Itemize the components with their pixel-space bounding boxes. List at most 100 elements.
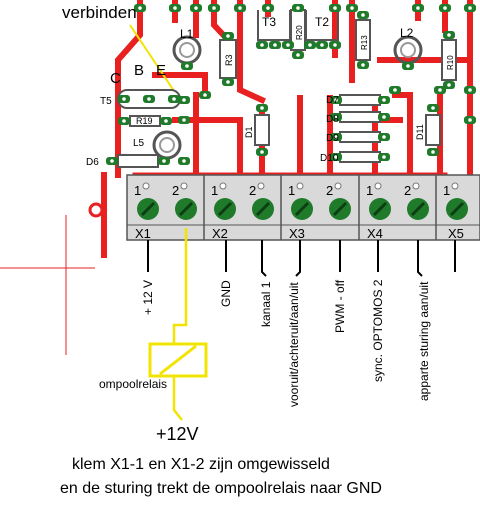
terminal-wire-entry	[412, 182, 420, 190]
terminal-name: X3	[289, 226, 305, 241]
pad-hole	[382, 135, 386, 139]
top-note-verbinden: verbinden	[62, 3, 137, 22]
pad-hole	[438, 88, 442, 92]
wire-label: + 12 V	[141, 279, 155, 315]
terminal-wire-entry	[219, 182, 227, 190]
terminal-pin-number: 2	[249, 183, 256, 198]
label-r20: R20	[295, 25, 304, 40]
pad-hole	[406, 64, 410, 68]
terminal-wire-entry	[180, 182, 188, 190]
pad-hole	[468, 88, 472, 92]
pad-hole	[212, 6, 216, 10]
label-b: B	[134, 62, 144, 79]
pad-hole	[122, 97, 126, 101]
terminal-wire-entry	[142, 182, 150, 190]
t3-transistor-body	[257, 10, 291, 41]
pad-hole	[431, 150, 435, 154]
label-d10: D10	[320, 153, 339, 164]
terminal-screw-slot	[332, 201, 348, 217]
note-leader-line	[129, 24, 181, 101]
pad-hole	[194, 6, 198, 10]
terminal-pin-number: 2	[326, 183, 333, 198]
relay-wiring	[148, 228, 208, 421]
wire-label: GND	[219, 280, 233, 307]
terminal-screw-slot	[294, 201, 310, 217]
terminal-name: X5	[448, 226, 464, 241]
terminal-screw-slot	[217, 201, 233, 217]
relay-coil	[148, 342, 208, 378]
label-d9: D9	[326, 133, 339, 144]
t2-transistor-body	[305, 10, 339, 41]
pad-hole	[334, 155, 338, 159]
d11-diode-body	[425, 114, 441, 146]
pad-hole	[361, 13, 365, 17]
terminal-pin-number: 2	[172, 183, 179, 198]
pad-hole	[350, 6, 354, 10]
label-l1: L1	[180, 27, 194, 41]
pad-hole	[393, 88, 397, 92]
pad-hole	[296, 53, 300, 57]
terminal-name: X4	[367, 226, 383, 241]
label-l5: L5	[133, 138, 145, 149]
pad-hole	[333, 6, 337, 10]
label-c: C	[110, 70, 121, 87]
terminal-pin-number: 2	[404, 183, 411, 198]
component-labels: L1 L2 T3 T2 T5 R19 R3 R20 R13 R10 L5 D1 …	[86, 15, 455, 168]
label-r3: R3	[224, 54, 234, 66]
r10-resistor-body	[441, 39, 457, 81]
d9-diode-body	[339, 131, 381, 143]
terminal-screw-slot	[372, 201, 388, 217]
pad-hole	[273, 43, 277, 47]
crosshair	[0, 202, 104, 355]
pad-hole	[416, 6, 420, 10]
label-d11: D11	[415, 124, 425, 140]
pad-hole	[320, 43, 324, 47]
label-r13: R13	[360, 35, 369, 50]
terminal-name: X1	[135, 226, 151, 241]
wire-label: vooruit/achteruit/aan/uit	[287, 282, 301, 407]
d6-diode-body	[117, 154, 159, 168]
label-t2: T2	[315, 15, 329, 29]
pad-hole	[185, 64, 189, 68]
pad-hole	[361, 63, 365, 67]
pad-hole	[334, 98, 338, 102]
pad-hole	[122, 119, 126, 123]
pad-hole	[260, 106, 264, 110]
relay-label: ompoolrelais	[99, 377, 168, 391]
terminal-pin-number: 1	[366, 183, 373, 198]
pad-hole	[182, 118, 186, 122]
pad-hole	[182, 98, 186, 102]
label-t5: T5	[100, 96, 112, 107]
pad-hole	[382, 155, 386, 159]
pad-hole	[431, 106, 435, 110]
wire-label: sync. OPTOMOS 2	[371, 279, 385, 382]
pad-hole	[260, 43, 264, 47]
pad-hole	[334, 135, 338, 139]
d1-diode-body	[254, 114, 270, 146]
caption-line-1: klem X1-1 en X1-2 zijn omgewisseld	[72, 456, 330, 473]
pad-hole	[138, 6, 142, 10]
r13-resistor-body	[355, 19, 371, 61]
pad-hole	[226, 80, 230, 84]
d8-diode-body	[339, 111, 381, 123]
supply-label: +12V	[156, 424, 199, 444]
pads	[106, 4, 476, 165]
pad-hole	[182, 159, 186, 163]
label-r10: R10	[446, 55, 455, 70]
label-d6: D6	[86, 157, 99, 168]
label-d8: D8	[326, 114, 339, 125]
terminal-screw-slot	[140, 201, 156, 217]
pad-hole	[173, 6, 177, 10]
pad-hole	[164, 119, 168, 123]
wire-label: apparte sturing aan/uit	[417, 281, 431, 401]
pad-hole	[447, 33, 451, 37]
wire-label: kanaal 1	[259, 281, 273, 327]
pad-hole	[443, 6, 447, 10]
pad-hole	[238, 6, 242, 10]
pad-hole	[162, 159, 166, 163]
label-e: E	[156, 62, 166, 79]
terminal-pin-number: 1	[134, 183, 141, 198]
terminal-screw-slot	[410, 201, 426, 217]
pad-hole	[447, 83, 451, 87]
